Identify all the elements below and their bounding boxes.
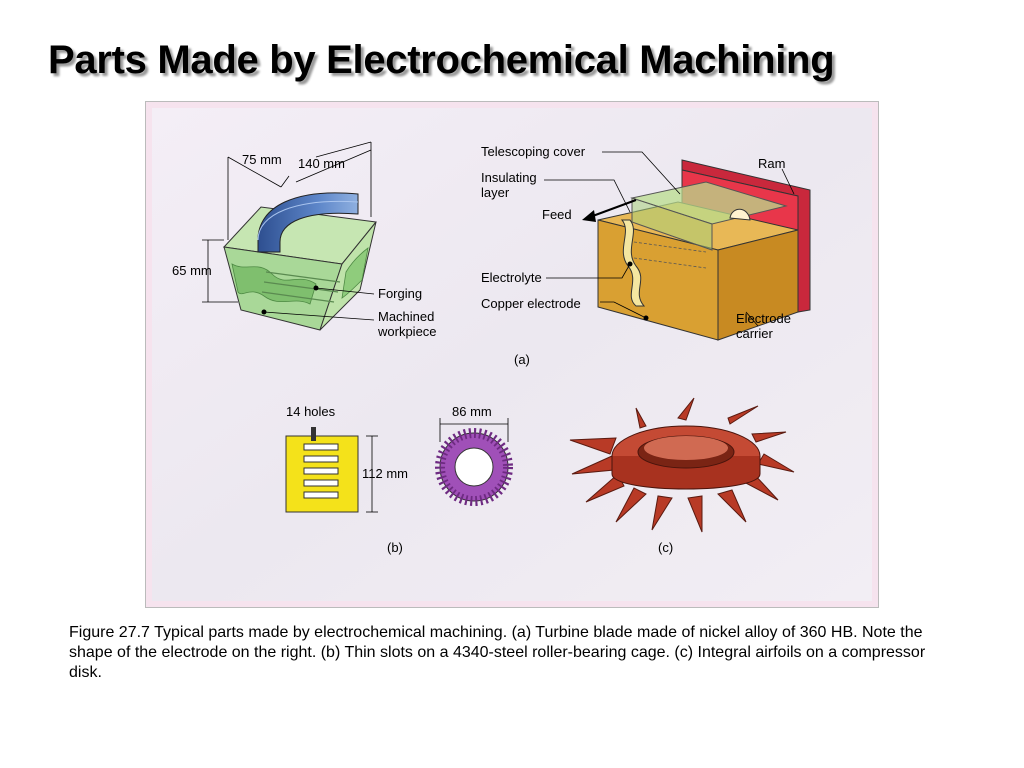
subfigure-b-label: (b)	[387, 540, 403, 555]
bearing-cage-ring	[435, 428, 513, 506]
label-electrode-carrier-line2: carrier	[736, 326, 774, 341]
label-electrode-carrier-line1: Electrode	[736, 311, 791, 326]
slide-title: Parts Made by Electrochemical Machining	[48, 38, 835, 82]
label-insulating-line2: layer	[481, 185, 510, 200]
dim-86mm: 86 mm	[452, 404, 492, 419]
subfigure-a-label: (a)	[514, 352, 530, 367]
label-machined-line1: Machined	[378, 309, 434, 324]
label-copper-electrode: Copper electrode	[481, 296, 581, 311]
dimension-112mm-lines	[366, 435, 378, 513]
dimension-lines-a	[202, 141, 372, 303]
leader-lines-a-left	[263, 287, 375, 321]
subfigure-c-label: (c)	[658, 540, 673, 555]
copper-electrode-dot	[643, 315, 649, 321]
label-14-holes: 14 holes	[286, 404, 336, 419]
label-telescoping-cover: Telescoping cover	[481, 144, 586, 159]
label-electrolyte: Electrolyte	[481, 270, 542, 285]
label-feed: Feed	[542, 207, 572, 222]
bearing-cage-sheet	[285, 427, 359, 513]
feed-arrow	[582, 199, 637, 222]
label-insulating-line1: Insulating	[481, 170, 537, 185]
dim-65mm: 65 mm	[172, 263, 212, 278]
figure-caption: Figure 27.7 Typical parts made by electr…	[69, 624, 926, 681]
dimension-86mm-lines	[439, 418, 509, 442]
leader-lines-a-right	[544, 151, 795, 327]
electrolyte-dot	[627, 261, 633, 267]
electrode-setup	[597, 159, 811, 341]
turbine-blade-workpiece	[222, 192, 377, 331]
machined-dot	[261, 309, 267, 315]
label-ram: Ram	[758, 156, 785, 171]
label-forging: Forging	[378, 286, 422, 301]
dim-112mm: 112 mm	[362, 466, 408, 481]
dim-140mm: 140 mm	[298, 156, 345, 171]
label-machined-line2: workpiece	[377, 324, 437, 339]
forging-dot	[313, 285, 319, 291]
compressor-disk	[569, 397, 795, 533]
figure-panel: 75 mm 140 mm 65 mm Forging Machined work…	[145, 101, 879, 608]
dim-75mm: 75 mm	[242, 152, 282, 167]
